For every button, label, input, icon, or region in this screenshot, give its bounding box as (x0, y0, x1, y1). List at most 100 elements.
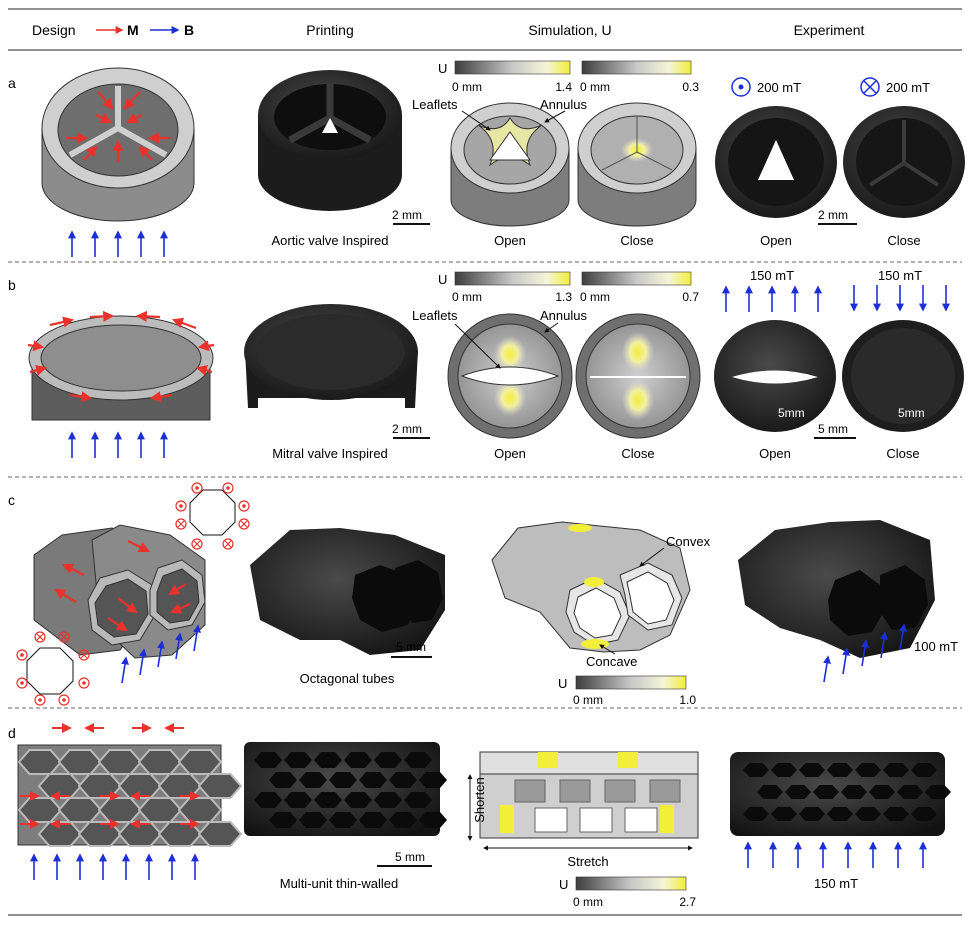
a-sim-close-label: Close (620, 233, 653, 248)
hex-cell (57, 797, 103, 823)
hex-cell (97, 797, 143, 823)
current-out-dot (226, 486, 230, 490)
hex-cell (883, 763, 909, 777)
hex-cell (799, 763, 825, 777)
a-sim-open-label: Open (494, 233, 526, 248)
hex-cell (925, 785, 951, 799)
aortic-print-scale: 2 mm (392, 208, 422, 222)
hex-cell (299, 772, 327, 788)
hex-cell (374, 752, 402, 768)
hex-cell (137, 797, 183, 823)
a-exp-field-out: 200 mT (757, 80, 801, 95)
hex-cell (813, 785, 839, 799)
mitral-print-scale: 2 mm (392, 422, 422, 436)
current-in-cross (36, 633, 44, 641)
current-in-cross (60, 633, 68, 641)
a-exp-close-label: Close (887, 233, 920, 248)
octagon-current-symbols (16, 482, 250, 706)
mitral-field-arrows (68, 431, 168, 458)
hex-cell (329, 812, 357, 828)
b-sim-close-label: Close (621, 446, 654, 461)
b-leaflets-label: Leaflets (412, 308, 458, 323)
field-out-of-page-icon (731, 77, 751, 97)
hex-cell (404, 752, 432, 768)
header-printing: Printing (306, 22, 353, 38)
aortic-field-arrows (68, 230, 168, 257)
c-convex-label: Convex (666, 534, 711, 549)
b-exp-close-size: 5mm (898, 406, 925, 420)
a-cbar1-min: 0 mm (452, 80, 482, 94)
hex-cell (911, 807, 937, 821)
multiunit-exp-photo (730, 752, 951, 836)
hex-cell (785, 785, 811, 799)
current-in-icon (78, 649, 90, 661)
hex-cell (897, 785, 923, 799)
b-exp-field-up-arrows (722, 285, 822, 312)
mitral-sim-open (447, 313, 573, 439)
octagon-field-symbols-bottom (26, 647, 74, 695)
b-sim-open-label: Open (494, 446, 526, 461)
c-cbar-max: 1.0 (679, 693, 696, 707)
a-cbar1-max: 1.4 (555, 80, 572, 94)
hex-cell (254, 752, 282, 768)
a-leaflets-label: Leaflets (412, 97, 458, 112)
header-m: M (127, 22, 139, 38)
octagon-printed-photo (250, 528, 445, 655)
current-out-dot (20, 681, 24, 685)
a-annulus-label: Annulus (540, 97, 587, 112)
current-out-dot (82, 681, 86, 685)
row-d-label: d (8, 725, 16, 741)
current-out-icon (58, 694, 70, 706)
hex-cell (299, 812, 327, 828)
hex-cell (314, 792, 342, 808)
hex-cell (883, 807, 909, 821)
hex-cell (771, 807, 797, 821)
hex-cell (17, 749, 63, 775)
d-exp-field-arrows (744, 841, 927, 868)
c-concave-pointer (599, 644, 616, 655)
hex-cell (841, 785, 867, 799)
b-annulus-label: Annulus (540, 308, 587, 323)
hex-cell (157, 773, 203, 799)
hex-cell (77, 773, 123, 799)
b-exp-scale: 5 mm (818, 422, 848, 436)
hex-cell (157, 821, 203, 847)
current-in-icon (191, 538, 203, 550)
mitral-printed-photo (244, 304, 418, 408)
header-design: Design (32, 22, 76, 38)
current-out-icon (175, 500, 187, 512)
aortic-exp-close-photo (843, 106, 965, 218)
hex-cell (374, 792, 402, 808)
hex-cell (389, 812, 417, 828)
field-out-dot (738, 84, 744, 90)
hex-cell (117, 773, 163, 799)
hex-cell (359, 772, 387, 788)
current-out-dot (242, 504, 246, 508)
multiunit-field-arrows (30, 853, 199, 880)
octagon-field-arrows (121, 624, 201, 684)
hex-cell (37, 773, 83, 799)
c-exp-field: 100 mT (914, 639, 958, 654)
hex-cell (137, 749, 183, 775)
a-colorbar-close (581, 60, 692, 75)
hex-cell (404, 792, 432, 808)
c-concave-label: Concave (586, 654, 637, 669)
hex-cell (743, 807, 769, 821)
a-cbar2-max: 0.3 (682, 80, 699, 94)
current-out-dot (195, 486, 199, 490)
b-exp-close-label: Close (886, 446, 919, 461)
hex-cell (344, 752, 372, 768)
hex-cell (757, 785, 783, 799)
b-cbar1-min: 0 mm (452, 290, 482, 304)
header-simulation: Simulation, U (528, 22, 611, 38)
c-cbar-min: 0 mm (573, 693, 603, 707)
d-stretch-label: Stretch (567, 854, 608, 869)
hex-cell (97, 749, 143, 775)
hex-cell (911, 763, 937, 777)
hex-cell (177, 749, 223, 775)
current-out-icon (238, 500, 250, 512)
hex-cell (17, 797, 63, 823)
b-annulus-pointer (544, 322, 559, 333)
c-exp-field-arrows (823, 623, 907, 683)
octagon-sim (491, 521, 691, 653)
